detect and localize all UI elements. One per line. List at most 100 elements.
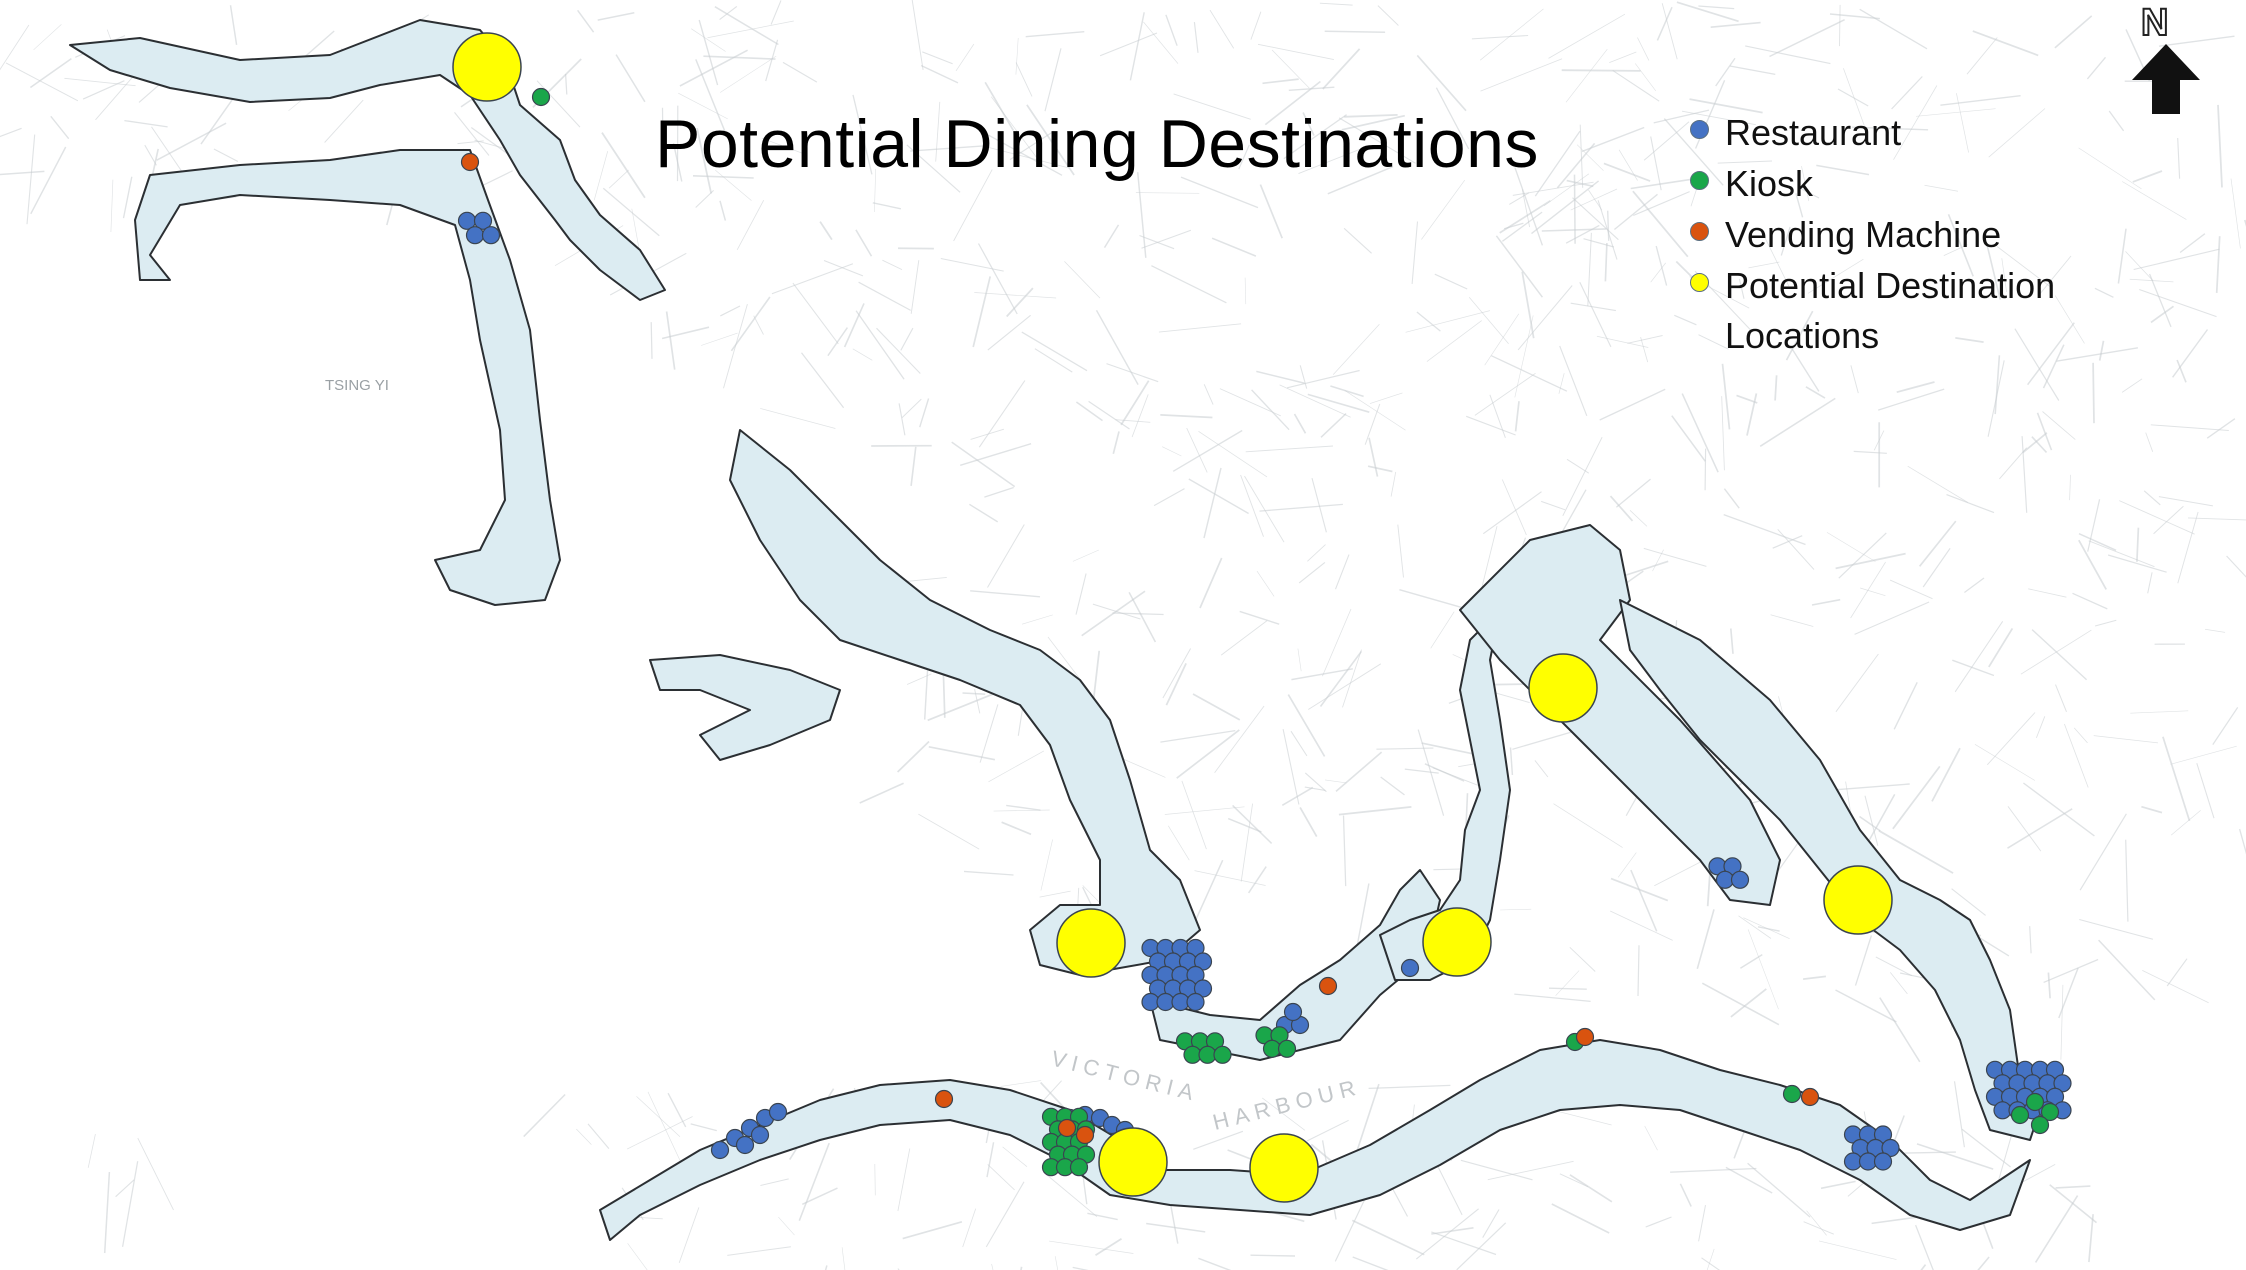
road-line	[1250, 1254, 1296, 1257]
road-line	[927, 691, 999, 722]
road-line	[923, 665, 929, 720]
road-line	[1283, 114, 1347, 160]
road-line	[1502, 211, 1543, 242]
road-line	[679, 49, 748, 87]
road-line	[695, 190, 714, 208]
road-line	[819, 221, 833, 241]
restaurant-marker	[1283, 1002, 1303, 1022]
road-line	[1746, 393, 1758, 436]
road-line	[2139, 289, 2217, 318]
road-line	[1879, 997, 1921, 1063]
road-line	[1955, 337, 1984, 343]
road-line	[1015, 62, 1033, 97]
road-line	[1002, 1146, 1028, 1167]
road-line	[1610, 910, 1673, 941]
road-line	[1745, 45, 1831, 65]
road-line	[1022, 614, 1053, 625]
restaurant-marker	[710, 1140, 730, 1160]
road-line	[720, 305, 741, 317]
destination-dot-icon	[1690, 273, 1709, 292]
road-line	[2088, 540, 2155, 568]
road-line	[1009, 130, 1055, 161]
road-line	[2078, 539, 2107, 590]
road-line	[1553, 803, 1623, 848]
north-arrow-icon	[2132, 44, 2200, 114]
road-line	[1630, 869, 1658, 932]
road-line	[919, 398, 930, 428]
road-line	[935, 101, 941, 162]
restaurant-dot-icon	[1690, 120, 1709, 139]
road-line	[1896, 381, 1935, 394]
road-line	[1729, 65, 1776, 75]
road-line	[1806, 1210, 1827, 1236]
road-line	[2034, 1195, 2079, 1263]
road-line	[692, 175, 754, 179]
road-line	[1785, 310, 1814, 361]
road-line	[882, 259, 903, 270]
road-line	[2212, 707, 2239, 745]
road-line	[1916, 1143, 1994, 1170]
road-line	[1021, 331, 1088, 372]
road-line	[2150, 305, 2174, 324]
road-line	[1512, 181, 1594, 196]
road-line	[564, 73, 568, 95]
road-line	[1579, 124, 1584, 188]
road-line	[993, 809, 1050, 812]
road-line	[1566, 179, 1594, 188]
road-line	[760, 408, 836, 429]
road-line	[1715, 57, 1736, 87]
road-line	[1293, 413, 1307, 434]
road-line	[1618, 149, 1638, 181]
road-line	[2230, 178, 2241, 249]
road-line	[1000, 1080, 1042, 1087]
road-line	[1376, 747, 1434, 750]
road-line	[2142, 970, 2209, 1004]
road-line	[1431, 1227, 1474, 1235]
road-line	[1320, 413, 1347, 438]
legend-label-kiosk: Kiosk	[1725, 163, 1814, 204]
road-line	[2093, 735, 2159, 744]
destination-marker	[1823, 865, 1893, 935]
road-line	[1803, 1221, 1834, 1235]
road-line	[1738, 278, 1745, 299]
road-line	[1351, 1219, 1425, 1256]
road-line	[1165, 663, 1187, 706]
road-line	[1704, 448, 1707, 491]
road-line	[1298, 146, 1366, 175]
road-line	[1892, 765, 1941, 830]
road-line	[1203, 384, 1214, 405]
road-line	[1835, 989, 1897, 1023]
road-line	[2141, 805, 2163, 814]
road-line	[719, 5, 738, 21]
road-line	[1160, 414, 1213, 419]
kiosk-dot-icon	[1690, 171, 1709, 190]
road-line	[1509, 192, 1530, 205]
road-line	[144, 144, 157, 166]
harbourfront-hk-island	[599, 1039, 2031, 1241]
road-line	[1627, 335, 1663, 344]
road-line	[1541, 228, 1607, 232]
road-line	[1805, 386, 1826, 399]
road-line	[1617, 852, 1637, 878]
road-line	[1850, 365, 1859, 394]
road-line	[901, 398, 922, 418]
road-line	[1791, 348, 1820, 392]
road-line	[1064, 261, 1101, 299]
road-line	[1415, 1208, 1479, 1260]
road-line	[50, 115, 70, 140]
road-line	[906, 673, 932, 685]
road-line	[928, 746, 996, 761]
road-line	[1040, 839, 1053, 891]
kiosk-marker	[2030, 1115, 2050, 1135]
road-line	[1480, 58, 1563, 92]
road-line	[1474, 372, 1536, 416]
road-line	[1759, 397, 1836, 447]
road-line	[1655, 245, 1668, 286]
road-line	[87, 1134, 96, 1168]
road-line	[1531, 180, 1600, 235]
road-line	[962, 692, 986, 696]
road-line	[2148, 273, 2172, 328]
road-line	[960, 443, 1032, 466]
